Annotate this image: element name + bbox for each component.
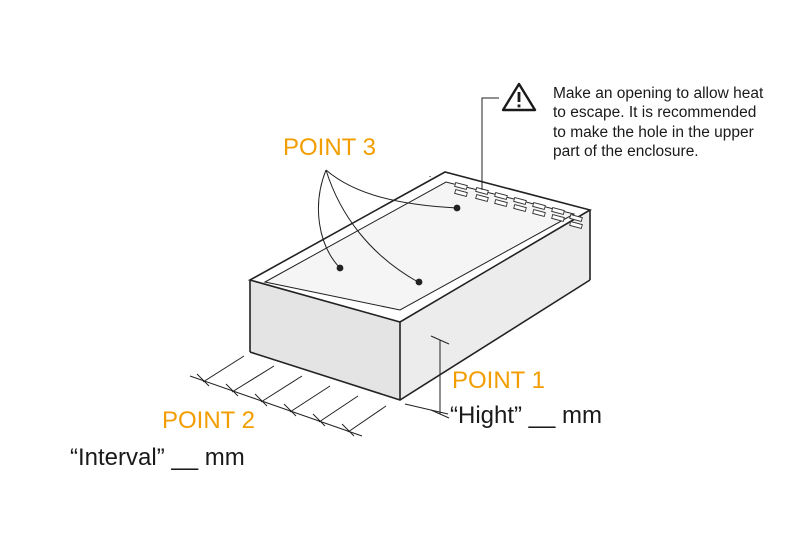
vent-holes bbox=[454, 181, 583, 230]
warning-leader-line bbox=[481, 97, 499, 190]
point3-callouts bbox=[317, 169, 461, 286]
point2-label: POINT 2 bbox=[162, 407, 255, 434]
enclosure-right-face bbox=[400, 210, 590, 400]
warning-text-line-1: Make an opening to allow heat bbox=[553, 85, 764, 102]
warning-text-line-4: part of the enclosure. bbox=[553, 143, 699, 160]
point1-label: POINT 1 bbox=[452, 367, 545, 394]
warning-triangle-icon bbox=[501, 82, 537, 112]
enclosure-top-opening bbox=[263, 181, 576, 311]
interval-dimension bbox=[189, 355, 387, 437]
point1-value: “Hight” __ mm bbox=[450, 402, 602, 429]
point3-label: POINT 3 bbox=[283, 134, 376, 161]
enclosure-edge-bottom bbox=[249, 279, 591, 401]
enclosure-front-face bbox=[250, 280, 400, 400]
point2-value: “Interval” __ mm bbox=[70, 444, 245, 471]
warning-text-line-3: to make the hole in the upper bbox=[553, 124, 754, 141]
warning-text-line-2: to escape. It is recommended bbox=[553, 104, 756, 121]
height-dimension bbox=[404, 335, 450, 419]
